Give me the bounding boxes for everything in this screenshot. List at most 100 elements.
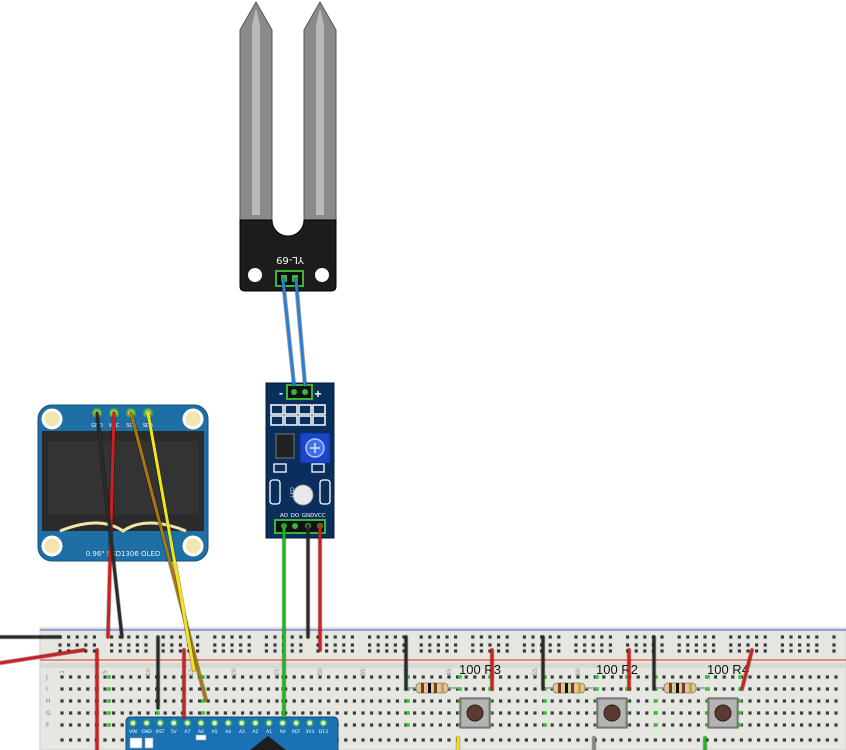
breadboard-row-label: F bbox=[46, 722, 50, 729]
breadboard-hole bbox=[266, 687, 270, 691]
breadboard-hole-connected bbox=[738, 699, 742, 703]
breadboard-hole bbox=[765, 675, 769, 679]
breadboard-hole bbox=[404, 711, 408, 715]
breadboard-hole bbox=[662, 723, 666, 727]
breadboard-hole bbox=[344, 699, 348, 703]
breadboard-hole bbox=[825, 738, 829, 742]
oled-mount-hole bbox=[182, 408, 204, 430]
breadboard-row-label: J bbox=[45, 674, 48, 681]
breadboard-hole bbox=[344, 711, 348, 715]
breadboard-hole bbox=[712, 643, 716, 647]
breadboard-hole bbox=[232, 687, 236, 691]
breadboard-hole bbox=[634, 643, 638, 647]
arduino-pin bbox=[306, 719, 314, 727]
breadboard-hole bbox=[103, 675, 107, 679]
breadboard-hole bbox=[507, 675, 511, 679]
breadboard-hole bbox=[325, 649, 329, 653]
breadboard-hole bbox=[292, 711, 296, 715]
breadboard-hole-connected bbox=[654, 687, 658, 691]
breadboard-hole bbox=[438, 738, 442, 742]
breadboard-hole bbox=[335, 699, 339, 703]
oled-mount-hole bbox=[41, 535, 63, 557]
breadboard-hole bbox=[798, 649, 802, 653]
arduino-pin-label: GND bbox=[141, 729, 152, 735]
breadboard-hole bbox=[524, 699, 528, 703]
breadboard-hole bbox=[385, 643, 389, 647]
breadboard-hole bbox=[172, 687, 176, 691]
breadboard-hole bbox=[688, 675, 692, 679]
breadboard-hole bbox=[275, 711, 279, 715]
breadboard-hole bbox=[393, 649, 397, 653]
breadboard-hole bbox=[834, 723, 838, 727]
breadboard-hole bbox=[782, 711, 786, 715]
breadboard-hole bbox=[688, 723, 692, 727]
breadboard-hole bbox=[585, 675, 589, 679]
breadboard-hole bbox=[686, 649, 690, 653]
breadboard-hole bbox=[671, 675, 675, 679]
breadboard-hole bbox=[75, 643, 79, 647]
breadboard-hole bbox=[591, 643, 595, 647]
breadboard-hole bbox=[436, 643, 440, 647]
breadboard-hole bbox=[264, 635, 268, 639]
breadboard-hole bbox=[77, 738, 81, 742]
probe-header bbox=[275, 270, 304, 287]
breadboard-hole-connected bbox=[625, 687, 629, 691]
breadboard-hole bbox=[507, 699, 511, 703]
breadboard-hole bbox=[748, 723, 752, 727]
arduino-pin bbox=[224, 719, 232, 727]
breadboard-row-label: H bbox=[46, 698, 51, 705]
breadboard-hole bbox=[77, 675, 81, 679]
breadboard-hole bbox=[791, 687, 795, 691]
breadboard-hole bbox=[112, 699, 116, 703]
breadboard-hole bbox=[791, 723, 795, 727]
breadboard-hole-connected bbox=[488, 687, 492, 691]
arduino-pin bbox=[278, 719, 287, 727]
breadboard-hole-connected bbox=[406, 711, 410, 715]
breadboard-hole bbox=[746, 643, 750, 647]
breadboard-hole bbox=[77, 687, 81, 691]
breadboard-hole bbox=[808, 687, 812, 691]
breadboard-hole bbox=[600, 643, 604, 647]
breadboard-hole bbox=[722, 738, 726, 742]
breadboard-hole bbox=[834, 738, 838, 742]
resistors: 100 R3 100 R2 100 R4 bbox=[408, 662, 749, 694]
breadboard-hole bbox=[798, 643, 802, 647]
breadboard-hole bbox=[77, 699, 81, 703]
breadboard-hole bbox=[232, 711, 236, 715]
breadboard-hole bbox=[103, 723, 107, 727]
breadboard-hole bbox=[284, 711, 288, 715]
breadboard-hole bbox=[430, 699, 434, 703]
breadboard-hole bbox=[178, 643, 182, 647]
breadboard-hole bbox=[206, 711, 210, 715]
soil-probe: YL-69 bbox=[239, 0, 337, 292]
breadboard-hole bbox=[806, 643, 810, 647]
breadboard-hole bbox=[378, 738, 382, 742]
probe-board bbox=[239, 219, 337, 292]
breadboard-hole bbox=[387, 723, 391, 727]
breadboard-hole bbox=[576, 675, 580, 679]
breadboard-hole bbox=[524, 675, 528, 679]
svg-text:LED: LED bbox=[290, 487, 296, 497]
breadboard-hole-connected bbox=[458, 687, 462, 691]
breadboard-hole bbox=[402, 635, 406, 639]
breadboard-hole-connected bbox=[738, 723, 742, 727]
module-top-header bbox=[286, 384, 313, 400]
module-top-pin-plus bbox=[302, 389, 308, 395]
breadboard-hole bbox=[327, 687, 331, 691]
breadboard-hole bbox=[755, 635, 759, 639]
breadboard-hole bbox=[628, 723, 632, 727]
breadboard-hole bbox=[393, 635, 397, 639]
breadboard-hole bbox=[593, 699, 597, 703]
breadboard-hole bbox=[782, 738, 786, 742]
breadboard-hole bbox=[550, 711, 554, 715]
breadboard-hole bbox=[264, 649, 268, 653]
breadboard-hole bbox=[60, 699, 64, 703]
breadboard-hole bbox=[610, 675, 614, 679]
breadboard-hole bbox=[215, 675, 219, 679]
breadboard-hole bbox=[798, 635, 802, 639]
breadboard-hole bbox=[387, 675, 391, 679]
resistor-label-r4: 100 R4 bbox=[707, 662, 749, 677]
breadboard-hole bbox=[765, 687, 769, 691]
breadboard-hole bbox=[370, 687, 374, 691]
breadboard-hole bbox=[215, 687, 219, 691]
